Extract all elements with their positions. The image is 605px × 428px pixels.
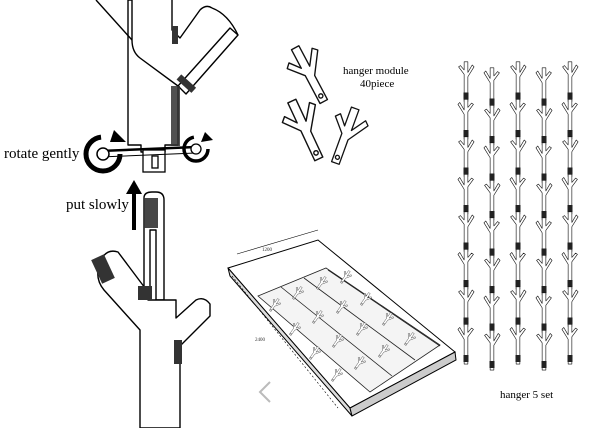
joint-connector: [567, 130, 573, 137]
faint-arrow-icon: [258, 381, 271, 403]
joint-connector: [541, 361, 547, 368]
joint-connector: [463, 355, 469, 362]
joint-connector: [541, 286, 547, 293]
joint-connector: [489, 248, 495, 256]
joint-connector: [541, 323, 547, 331]
joint-connector: [515, 92, 521, 100]
connector-pin: [99, 145, 197, 173]
joint-connector: [567, 242, 573, 250]
sheet-rows: [257, 267, 441, 393]
up-arrow-icon: [126, 180, 142, 230]
hanger-column: [561, 61, 579, 365]
joint-connector: [567, 205, 573, 212]
joint-connector: [489, 211, 495, 218]
length-dimension: 2400: [255, 338, 265, 343]
joint-connector: [515, 130, 521, 137]
width-dimension: 1200: [262, 248, 272, 253]
hanger-module-pieces: [275, 38, 373, 170]
joint-connector: [463, 167, 469, 175]
module-label-line1: hanger module: [343, 65, 409, 77]
joint-connector: [489, 361, 495, 368]
set-label: hanger 5 set: [500, 389, 554, 401]
rotate-arrow-icon: [182, 132, 213, 163]
joint-connector: [463, 130, 469, 137]
hanger-set: [457, 61, 579, 371]
hanger-column: [509, 61, 527, 365]
joint-connector: [567, 355, 573, 362]
joint-connector: [567, 167, 573, 175]
hanger-column: [483, 67, 501, 371]
joint-connector: [463, 242, 469, 250]
joint-connector: [567, 317, 573, 325]
upper-hanger-piece: [95, 0, 239, 153]
joint-connector: [489, 286, 495, 293]
lower-hanger-piece: [91, 191, 211, 428]
hanger-column: [535, 67, 553, 371]
joint-connector: [463, 205, 469, 212]
joint-connector: [489, 173, 495, 181]
joint-connector: [463, 280, 469, 287]
rotate-arrow-icon: [83, 130, 126, 174]
joint-connector: [541, 136, 547, 143]
joint-connector: [541, 173, 547, 181]
joint-connector: [463, 92, 469, 100]
joint-connector: [567, 92, 573, 100]
joint-connector: [541, 211, 547, 218]
joint-connector: [489, 323, 495, 331]
joint-connector: [515, 205, 521, 212]
put-label: put slowly: [66, 197, 129, 213]
module-label-line2: 40piece: [360, 78, 395, 90]
joint-connector: [515, 167, 521, 175]
joint-connector: [489, 98, 495, 106]
rotate-label: rotate gently: [4, 146, 80, 162]
joint-connector: [567, 280, 573, 287]
joint-connector: [541, 248, 547, 256]
hanger-column: [457, 61, 475, 365]
joint-connector: [515, 242, 521, 250]
joint-connector: [515, 317, 521, 325]
joint-connector: [515, 280, 521, 287]
joint-connector: [489, 136, 495, 143]
joint-connector: [515, 355, 521, 362]
joint-connector: [541, 98, 547, 106]
joint-connector: [463, 317, 469, 325]
